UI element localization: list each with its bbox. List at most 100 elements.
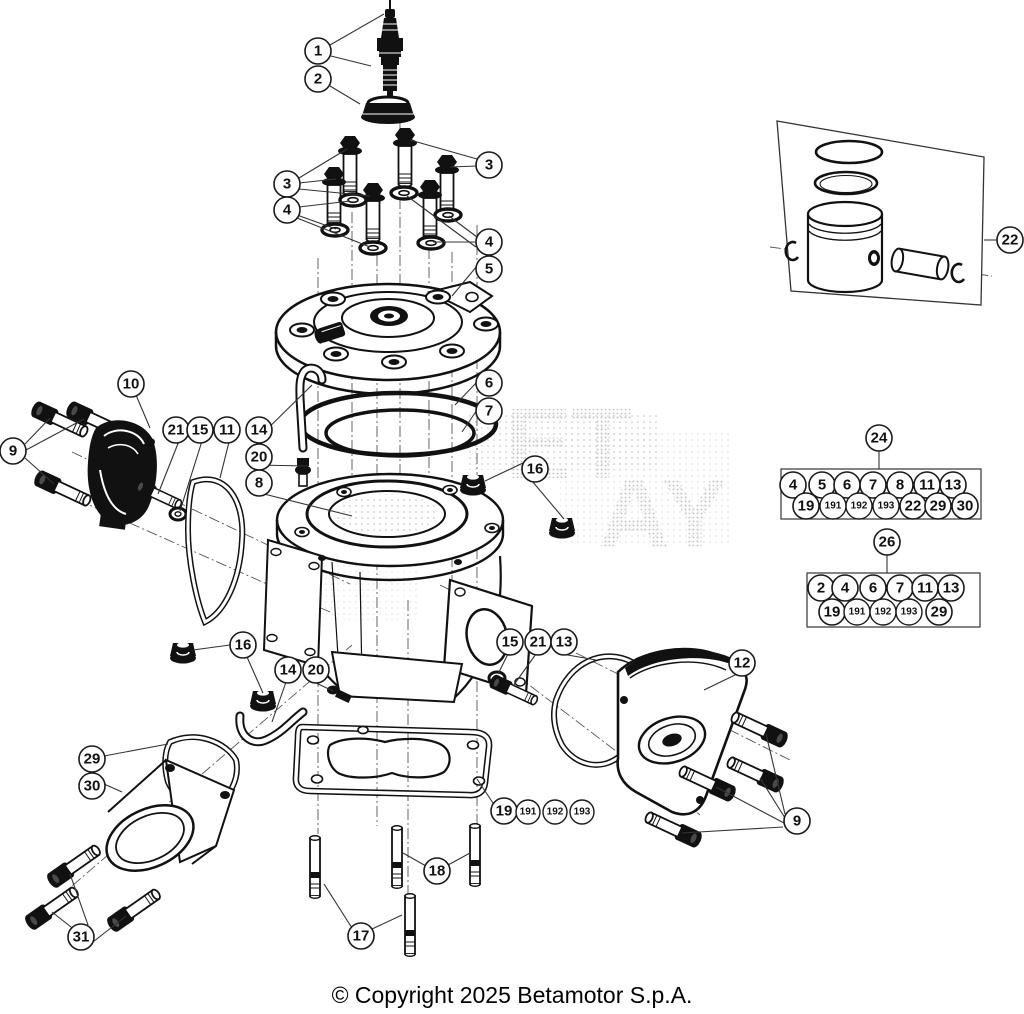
svg-text:2: 2	[817, 580, 825, 597]
svg-text:6: 6	[485, 375, 493, 392]
svg-text:11: 11	[917, 580, 933, 597]
svg-text:24: 24	[871, 430, 888, 447]
svg-text:2: 2	[314, 71, 322, 88]
callout-3-right: 3	[475, 151, 503, 179]
svg-text:13: 13	[556, 634, 573, 651]
callout-15-top: 15	[186, 416, 214, 444]
svg-text:5: 5	[485, 261, 493, 278]
svg-text:3: 3	[283, 176, 291, 193]
callout-12: 12	[728, 649, 756, 677]
callout-13: 13	[550, 628, 578, 656]
piston-ring-1	[814, 139, 884, 165]
callout-9-right: 9	[783, 807, 811, 835]
svg-text:9: 9	[793, 813, 801, 830]
callout-4-left: 4	[273, 196, 301, 224]
callout-14-top: 14	[245, 416, 273, 444]
callout-17: 17	[347, 922, 375, 950]
head-sensor-boss	[314, 321, 346, 344]
svg-text:6: 6	[869, 580, 877, 597]
callout-10: 10	[117, 370, 145, 398]
svg-text:192: 192	[851, 501, 868, 512]
cylinder	[262, 472, 534, 704]
left-gasket-11	[184, 476, 246, 627]
svg-text:4: 4	[841, 580, 850, 597]
bleed-fitting-bottom	[327, 685, 352, 704]
callout-30: 30	[78, 772, 106, 800]
callout-2: 2	[304, 65, 332, 93]
svg-text:12: 12	[734, 655, 751, 672]
spark-plug-seal	[361, 95, 415, 124]
bleed-fitting-top	[295, 458, 311, 487]
svg-text:11: 11	[219, 422, 235, 439]
svg-text:7: 7	[869, 477, 877, 494]
head-oring-inner	[324, 408, 476, 458]
piston-pin	[890, 247, 950, 281]
svg-text:17: 17	[353, 928, 370, 945]
callout-193: 193	[569, 799, 595, 825]
svg-text:13: 13	[943, 580, 960, 597]
svg-text:29: 29	[931, 604, 948, 621]
svg-text:18: 18	[429, 863, 446, 880]
svg-text:29: 29	[84, 751, 101, 768]
svg-text:30: 30	[84, 778, 101, 795]
svg-text:191: 191	[825, 501, 842, 512]
valve-cover-30	[105, 758, 236, 872]
circlip-left	[784, 240, 800, 262]
svg-text:22: 22	[905, 498, 922, 515]
svg-text:15: 15	[192, 422, 209, 439]
piston	[806, 200, 884, 294]
callout-8: 8	[245, 469, 273, 497]
callout-31: 31	[67, 923, 95, 951]
svg-text:1: 1	[314, 43, 322, 60]
piston-ring-2	[813, 170, 879, 196]
callout-6: 6	[475, 369, 503, 397]
watermark-text-1: ET	[505, 388, 633, 500]
svg-text:5: 5	[818, 477, 826, 494]
kit-24-box: 4 5 6 7 8 11 13 19 191 192 193 22 29 30	[779, 468, 982, 520]
svg-text:8: 8	[255, 475, 263, 492]
left-cover	[87, 420, 157, 530]
svg-text:19: 19	[824, 604, 841, 621]
callout-3-left: 3	[273, 170, 301, 198]
left-washer-15	[168, 506, 188, 522]
svg-text:13: 13	[945, 477, 962, 494]
callout-15-right: 15	[496, 628, 524, 656]
svg-text:191: 191	[520, 807, 537, 818]
svg-text:29: 29	[930, 498, 947, 515]
head-bolt-towers	[289, 289, 499, 370]
svg-text:4: 4	[283, 202, 292, 219]
svg-text:19: 19	[798, 498, 815, 515]
circlip-right	[950, 262, 966, 284]
svg-text:20: 20	[308, 662, 325, 679]
callout-19: 19	[490, 797, 518, 825]
svg-text:192: 192	[875, 607, 892, 618]
svg-text:30: 30	[957, 498, 974, 515]
callout-5: 5	[475, 255, 503, 283]
callout-29: 29	[78, 745, 106, 773]
svg-text:193: 193	[878, 501, 895, 512]
svg-text:193: 193	[901, 607, 918, 618]
callout-14-bottom: 14	[274, 656, 302, 684]
cylinder-head	[274, 280, 502, 396]
svg-text:16: 16	[527, 461, 544, 478]
svg-text:16: 16	[235, 637, 252, 654]
right-cover	[616, 647, 748, 816]
watermark: ET AY	[300, 388, 730, 620]
piston-kit-box	[776, 120, 985, 306]
svg-text:192: 192	[547, 807, 564, 818]
svg-text:19: 19	[496, 803, 513, 820]
svg-text:4: 4	[485, 234, 494, 251]
svg-text:21: 21	[168, 422, 185, 439]
callout-16-left: 16	[229, 631, 257, 659]
svg-text:14: 14	[280, 662, 297, 679]
callout-22: 22	[996, 226, 1024, 254]
callout-191: 191	[515, 799, 541, 825]
callout-24: 24	[865, 424, 893, 452]
svg-text:191: 191	[849, 607, 866, 618]
callout-11: 11	[213, 416, 241, 444]
cylinder-studs	[309, 822, 481, 958]
kit-26-box: 2 4 6 7 11 13 19 191 192 193 29	[806, 572, 981, 628]
svg-text:193: 193	[574, 807, 591, 818]
callout-7: 7	[475, 397, 503, 425]
